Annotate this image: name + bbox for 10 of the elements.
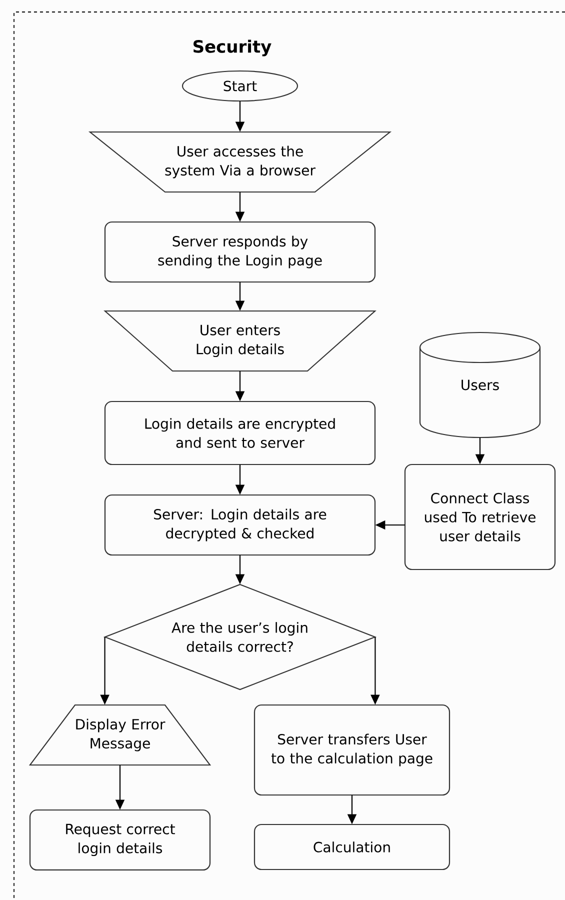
process-box: Server transfers User to the calculation page: [254, 704, 450, 796]
terminal-oval: Start: [182, 70, 298, 102]
process-box: Server responds by sending the Login page: [104, 221, 376, 283]
title: Security: [194, 40, 272, 56]
process-box: Connect Class used To retrieve user details: [404, 464, 556, 570]
process-box: Server: Login details are decrypted & checked: [104, 494, 376, 556]
database-cylinder: Users: [419, 332, 541, 438]
process-box: Login details are encrypted and sent to server: [104, 400, 376, 466]
process-box: Request correct login details: [29, 809, 211, 871]
process-box: Calculation: [254, 824, 450, 870]
